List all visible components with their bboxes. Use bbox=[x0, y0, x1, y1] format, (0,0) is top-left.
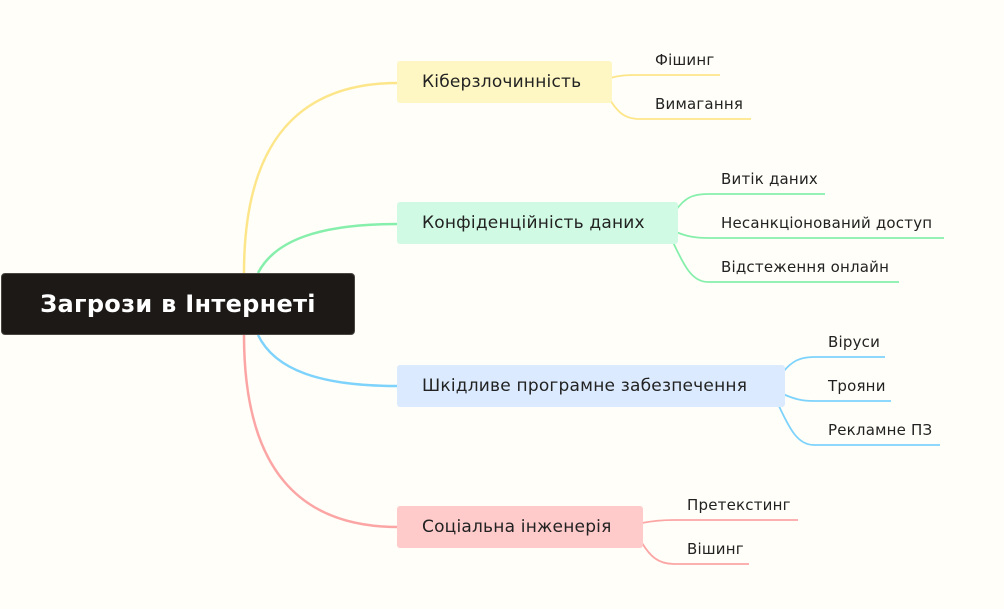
branch-label: Шкідливе програмне забезпечення bbox=[422, 376, 748, 396]
leaf-connector bbox=[609, 99, 751, 120]
leaf-connector bbox=[777, 403, 940, 446]
leaf-adware[interactable]: Рекламне ПЗ bbox=[828, 421, 933, 439]
leaf-connector bbox=[641, 519, 798, 524]
leaf-trojans[interactable]: Трояни bbox=[828, 377, 886, 395]
branch-data-privacy[interactable]: Конфіденційність даних bbox=[397, 202, 678, 244]
branch-cybercrime[interactable]: Кіберзлочинність bbox=[397, 61, 612, 103]
branch-label: Конфіденційність даних bbox=[422, 213, 645, 233]
leaf-unauthorized-access[interactable]: Несанкціонований доступ bbox=[721, 214, 933, 232]
branch-label: Кіберзлочинність bbox=[422, 72, 582, 92]
leaf-online-tracking[interactable]: Відстеження онлайн bbox=[721, 258, 890, 276]
leaf-pretexting[interactable]: Претекстинг bbox=[687, 496, 791, 514]
leaf-connector bbox=[675, 231, 944, 239]
branch-label: Соціальна інженерія bbox=[422, 517, 612, 537]
leaf-connector bbox=[782, 356, 885, 373]
leaf-connector bbox=[782, 393, 891, 402]
connector-privacy bbox=[256, 222, 399, 274]
leaf-connector bbox=[675, 193, 825, 211]
leaf-vishing[interactable]: Вішинг bbox=[687, 540, 744, 558]
connector-cybercrime bbox=[242, 81, 399, 274]
leaf-connector bbox=[671, 239, 899, 283]
leaf-connector bbox=[641, 542, 749, 565]
root-label: Загрози в Інтернеті bbox=[40, 290, 316, 318]
leaf-extortion[interactable]: Вимагання bbox=[655, 95, 744, 113]
leaf-viruses[interactable]: Віруси bbox=[828, 333, 881, 351]
connector-social bbox=[242, 334, 399, 529]
root-node[interactable]: Загрози в Інтернеті bbox=[1, 273, 355, 335]
leaf-phishing[interactable]: Фішинг bbox=[655, 51, 715, 69]
branch-malware[interactable]: Шкідливе програмне забезпечення bbox=[397, 365, 785, 407]
branch-social-engineering[interactable]: Соціальна інженерія bbox=[397, 506, 643, 548]
connector-malware bbox=[256, 334, 399, 388]
leaf-data-leak[interactable]: Витік даних bbox=[721, 170, 818, 188]
leaf-connector bbox=[609, 74, 720, 79]
